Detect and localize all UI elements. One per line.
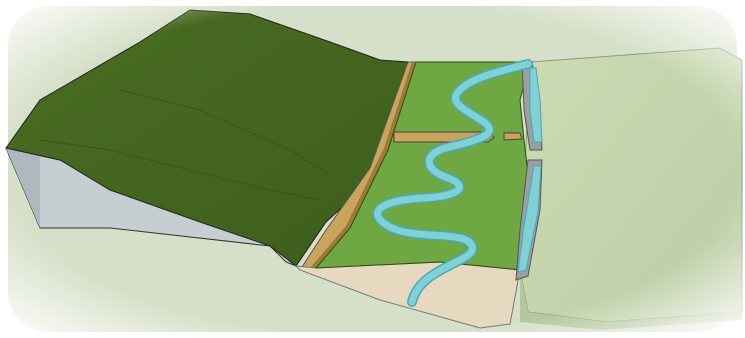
- terrain-model-illustration: [0, 0, 745, 338]
- terrain-scene: [0, 0, 745, 338]
- vignette: [0, 0, 745, 338]
